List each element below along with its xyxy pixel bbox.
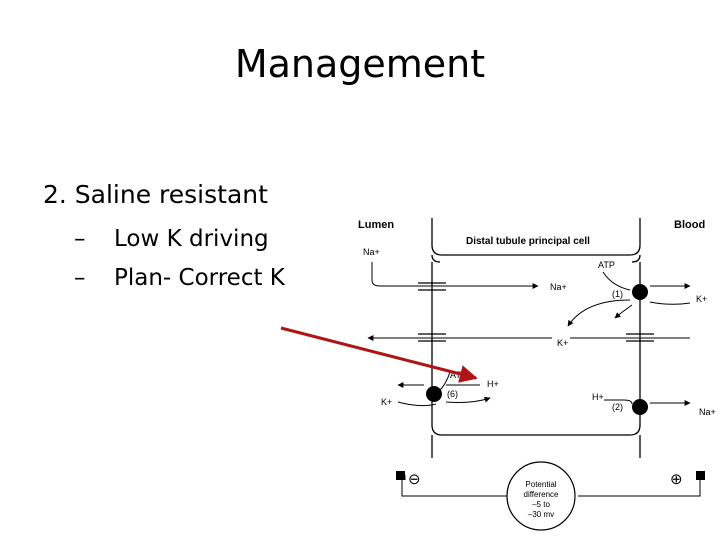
lumen-label: Lumen xyxy=(358,219,394,231)
h-left-label: H+ xyxy=(487,379,499,389)
pd-line2: difference xyxy=(524,490,560,499)
atp-top-label: ATP xyxy=(598,260,615,270)
k-mid-label: K+ xyxy=(557,338,568,348)
voltmeter xyxy=(506,461,576,531)
pd-line3: –5 to xyxy=(532,500,550,509)
sub-bullet-correct-k-text: Plan- Correct K xyxy=(114,265,285,291)
k-into-cell-arrow xyxy=(567,299,631,327)
cell-top-right-corner xyxy=(631,254,641,263)
k-uptake-inner-arrow xyxy=(445,396,491,403)
lead-left xyxy=(401,480,508,497)
na-right-label: Na+ xyxy=(699,407,716,417)
blood-electrode xyxy=(696,471,705,480)
h-right-label: H+ xyxy=(592,392,604,402)
na-entry-arrow xyxy=(371,262,539,289)
cell-title: Distal tubule principal cell xyxy=(466,236,590,247)
annotation-arrow xyxy=(280,326,478,383)
dash-2: – xyxy=(74,265,86,291)
na-cell-label: Na+ xyxy=(550,282,567,292)
pd-line4: –30 mv xyxy=(528,510,554,519)
blood-label: Blood xyxy=(674,219,705,231)
atp-left-arrow xyxy=(439,371,451,391)
dash-1: – xyxy=(74,226,86,252)
lead-right xyxy=(578,480,701,497)
cell-bottom-walls xyxy=(431,435,641,458)
k-in-blood-arrow xyxy=(649,301,691,305)
sub-bullet-low-k: – Low K driving xyxy=(74,226,269,252)
na-k-atpase-pump xyxy=(632,284,648,300)
cell-top-border xyxy=(431,218,641,256)
h-right-arrow xyxy=(604,399,633,405)
minus-sign: ⊖ xyxy=(408,471,421,488)
pd-line1: Potential xyxy=(525,480,556,489)
na-lumen-label: Na+ xyxy=(363,247,380,257)
sub-bullet-correct-k: – Plan- Correct K xyxy=(74,265,285,291)
h-k-atpase-pump xyxy=(426,386,442,402)
plus-sign: ⊕ xyxy=(670,471,683,488)
bullet-saline-resistant: 2. Saline resistant xyxy=(43,180,268,209)
atp-top-arrow xyxy=(602,271,631,291)
pump6-label: (6) xyxy=(447,389,458,399)
lumen-electrode xyxy=(396,471,405,480)
slide-title: Management xyxy=(234,42,486,86)
k-uptake-arrow xyxy=(397,401,437,407)
sub-bullet-low-k-text: Low K driving xyxy=(114,226,269,252)
cell-bottom-border xyxy=(431,420,641,436)
k-down-arrow xyxy=(614,304,633,319)
k-blood-label: K+ xyxy=(696,294,707,304)
pump2-label: (2) xyxy=(612,402,623,412)
cell-top-left-corner xyxy=(431,254,441,263)
na-h-exchanger xyxy=(632,399,648,415)
pump1-label: (1) xyxy=(612,289,623,299)
k-left-label: K+ xyxy=(381,397,392,407)
